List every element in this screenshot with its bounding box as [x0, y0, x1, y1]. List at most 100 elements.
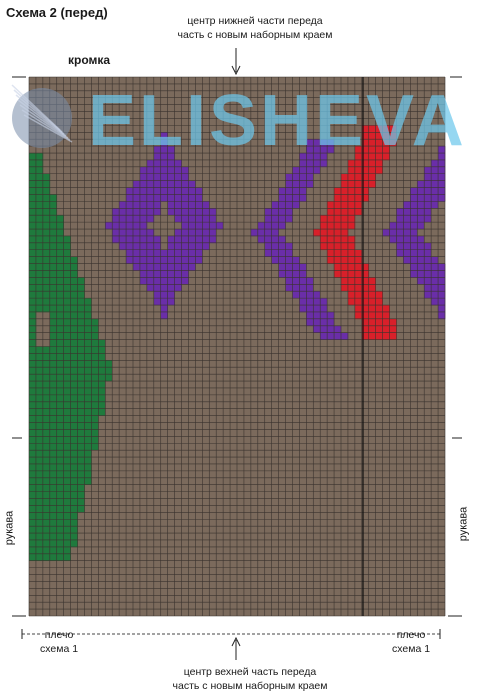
stitch-cell	[56, 249, 64, 257]
stitch-cell	[84, 332, 92, 340]
stitch-cell	[42, 305, 51, 313]
stitch-cell	[354, 277, 363, 285]
stitch-cell	[29, 242, 37, 251]
stitch-cell	[209, 208, 217, 216]
stitch-cell	[49, 263, 58, 271]
stitch-cell	[424, 166, 432, 175]
stitch-cell	[278, 235, 286, 244]
stitch-cell	[49, 305, 58, 313]
stitch-cell	[91, 332, 99, 340]
stitch-cell	[417, 201, 425, 209]
stitch-cell	[35, 187, 44, 195]
stitch-cell	[84, 477, 92, 486]
stitch-cell	[29, 470, 37, 479]
stitch-cell	[368, 325, 376, 333]
stitch-cell	[63, 415, 71, 423]
stitch-cell	[63, 519, 71, 527]
stitch-cell	[35, 415, 44, 423]
stitch-cell	[35, 546, 44, 555]
stitch-cell	[417, 208, 425, 216]
stitch-cell	[63, 291, 71, 299]
stitch-cell	[424, 242, 432, 251]
stitch-cell	[49, 436, 58, 444]
stitch-cell	[327, 332, 335, 340]
stitch-cell	[29, 381, 37, 389]
stitch-cell	[382, 229, 390, 237]
stitch-cell	[174, 229, 182, 237]
stitch-cell	[417, 242, 425, 251]
stitch-cell	[35, 277, 44, 285]
shoulder-right-line2: схема 1	[392, 643, 431, 655]
stitch-cell	[174, 263, 182, 271]
stitch-cell	[63, 360, 71, 368]
stitch-cell	[320, 235, 328, 244]
stitch-cell	[375, 311, 383, 320]
stitch-cell	[112, 229, 120, 237]
stitch-cell	[49, 222, 58, 230]
stitch-cell	[264, 242, 272, 251]
stitch-cell	[341, 208, 349, 216]
bottom-center-label: центр вехней часть переда часть с новым …	[130, 665, 370, 693]
stitch-cell	[29, 173, 37, 181]
stitch-cell	[195, 249, 203, 257]
stitch-cell	[42, 512, 51, 520]
stitch-cell	[29, 387, 37, 396]
stitch-cell	[63, 374, 71, 382]
chart-title: Схема 2 (перед)	[6, 5, 108, 20]
stitch-cell	[202, 229, 210, 237]
stitch-cell	[188, 235, 196, 244]
stitch-cell	[382, 332, 390, 340]
stitch-cell	[424, 270, 432, 278]
stitch-cell	[292, 256, 300, 264]
stitch-cell	[56, 491, 64, 499]
stitch-cell	[327, 215, 335, 223]
stitch-cell	[29, 457, 37, 465]
stitch-cell	[341, 201, 349, 209]
stitch-cell	[84, 374, 92, 382]
chart-marks	[11, 48, 462, 660]
stitch-cell	[271, 215, 279, 223]
stitch-cell	[70, 477, 78, 486]
stitch-cell	[35, 394, 44, 403]
stitch-cell	[49, 553, 58, 562]
stitch-cell	[174, 208, 182, 216]
stitch-cell	[375, 166, 383, 175]
stitch-cell	[35, 491, 44, 499]
stitch-cell	[334, 235, 342, 244]
stitch-cell	[285, 201, 293, 209]
stitch-cell	[84, 311, 92, 320]
stitch-cell	[313, 166, 321, 175]
stitch-cell	[105, 222, 113, 230]
stitch-cell	[91, 443, 99, 451]
stitch-cell	[63, 387, 71, 396]
stitch-cell	[29, 263, 37, 271]
stitch-cell	[389, 235, 397, 244]
stitch-cell	[361, 318, 370, 327]
stitch-cell	[292, 166, 300, 175]
stitch-cell	[153, 263, 162, 271]
stitch-cell	[292, 277, 300, 285]
stitch-cell	[327, 325, 335, 333]
stitch-cell	[49, 450, 58, 458]
stitch-cell	[354, 194, 363, 202]
stitch-cell	[153, 201, 162, 209]
stitch-cell	[327, 201, 335, 209]
stitch-cell	[42, 235, 51, 244]
stitch-cell	[299, 263, 307, 271]
stitch-cell	[368, 146, 376, 154]
stitch-cell	[278, 270, 286, 278]
stitch-cell	[49, 242, 58, 251]
stitch-cell	[375, 125, 383, 133]
stitch-cell	[174, 166, 182, 175]
stitch-cell	[84, 450, 92, 458]
stitch-cell	[160, 166, 168, 175]
stitch-cell	[35, 401, 44, 409]
stitch-cell	[42, 422, 51, 430]
stitch-cell	[389, 318, 397, 327]
stitch-cell	[35, 263, 44, 271]
stitch-cell	[70, 401, 78, 409]
stitch-cell	[153, 180, 162, 188]
top-center-line2: часть с новым наборным краем	[177, 29, 333, 41]
stitch-cell	[354, 153, 363, 161]
stitch-cell	[35, 519, 44, 527]
